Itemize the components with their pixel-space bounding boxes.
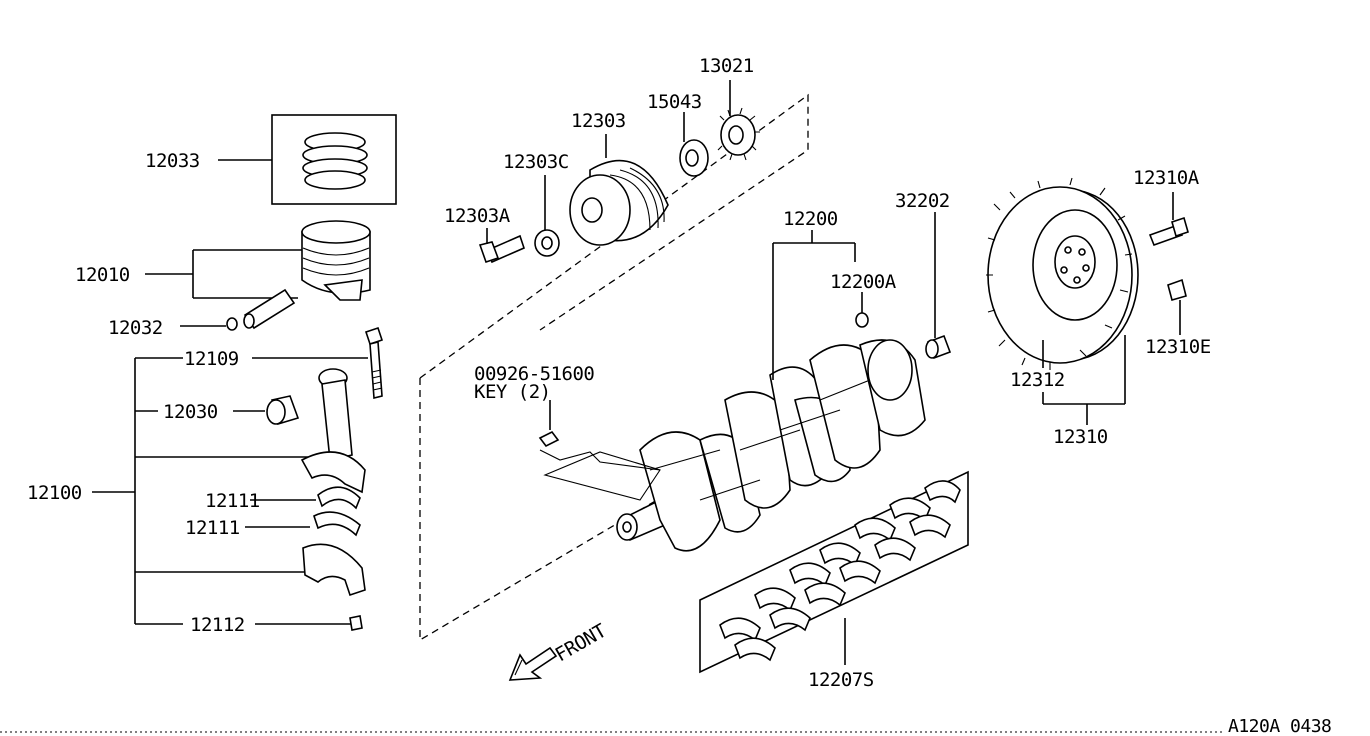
connecting-rod: [300, 368, 366, 494]
conrod-bearing-upper: [250, 486, 361, 510]
label-12200: 12200: [783, 208, 838, 230]
label-12100: 12100: [27, 482, 82, 504]
conrod-nut: [349, 615, 363, 631]
label-13021: 13021: [699, 55, 754, 77]
label-12033: 12033: [145, 150, 200, 172]
conrod-bushing: [266, 395, 300, 426]
conrod-bracket: [92, 357, 368, 625]
label-32202: 32202: [895, 190, 950, 212]
crank-pulley-bolt: [478, 228, 525, 264]
piston-pin: [180, 288, 296, 331]
main-bearing-set: [699, 470, 969, 674]
flywheel-bolt: [1148, 192, 1189, 247]
label-12111-upper: 12111: [205, 490, 260, 512]
conrod-bolt: [364, 326, 384, 400]
dowel: [1167, 278, 1187, 335]
crank-washer: [534, 175, 560, 257]
label-12303c: 12303C: [503, 151, 569, 173]
flywheel: [986, 177, 1139, 425]
label-12312: 12312: [1010, 369, 1065, 391]
front-arrow: [508, 646, 558, 681]
label-reference: A120A 0438: [1228, 716, 1331, 736]
conrod-bearing-lower: [245, 511, 361, 537]
label-12032: 12032: [108, 317, 163, 339]
label-12111-lower: 12111: [185, 517, 240, 539]
label-12109: 12109: [184, 348, 239, 370]
label-12030: 12030: [163, 401, 218, 423]
piston: [145, 220, 371, 301]
label-00926-51600: 00926-51600: [474, 363, 594, 385]
crank-sprocket: [717, 80, 760, 161]
crankshaft: [616, 230, 926, 552]
label-12310e: 12310E: [1145, 336, 1211, 358]
dowel-pin: [855, 292, 869, 328]
label-12010: 12010: [75, 264, 130, 286]
label-12200a: 12200A: [830, 271, 897, 293]
pilot-bushing: [925, 212, 952, 360]
crank-pulley: [569, 134, 669, 246]
label-front: FRONT: [552, 620, 610, 666]
label-12303a: 12303A: [444, 205, 511, 227]
label-12112: 12112: [190, 614, 245, 636]
label-12207s: 12207S: [808, 669, 874, 691]
label-key: KEY (2): [474, 381, 551, 403]
label-15043: 15043: [647, 91, 702, 113]
oil-seal: [679, 112, 709, 177]
label-12310: 12310: [1053, 426, 1108, 448]
piston-ring-set: [218, 114, 397, 205]
conrod-cap: [302, 543, 366, 597]
label-12303: 12303: [571, 110, 626, 132]
woodruff-key: [538, 400, 661, 501]
label-12310a: 12310A: [1133, 167, 1200, 189]
